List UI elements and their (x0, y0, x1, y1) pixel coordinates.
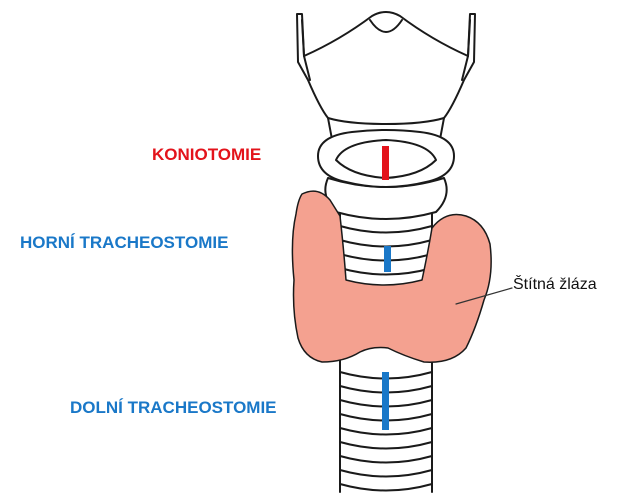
dolni-tracheostomie-incision-marker (382, 372, 389, 430)
horni-tracheostomie-label: HORNÍ TRACHEOSTOMIE (20, 233, 228, 253)
dolni-tracheostomie-label: DOLNÍ TRACHEOSTOMIE (70, 398, 277, 418)
horni-tracheostomie-incision-marker (384, 246, 391, 272)
koniotomie-label: KONIOTOMIE (152, 145, 261, 165)
thyroid-gland-label: Štítná žláza (513, 276, 597, 294)
koniotomie-incision-marker (382, 146, 389, 180)
